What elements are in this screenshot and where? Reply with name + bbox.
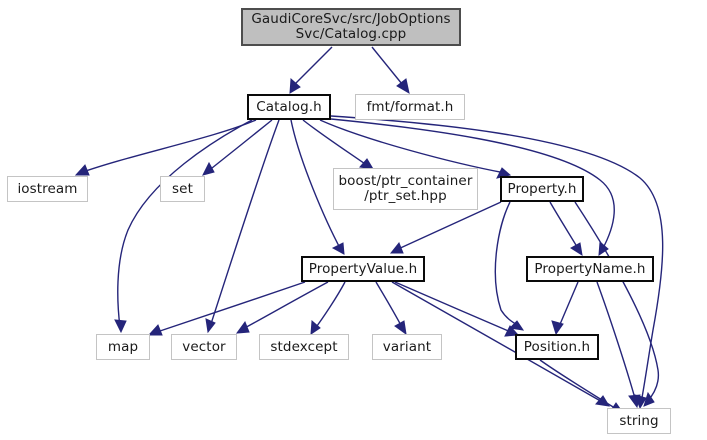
arrowhead-map-from-catalog <box>114 319 127 334</box>
edge-catalog-h-to-set <box>206 119 273 173</box>
arrowhead-propertyvalue-from-catalog <box>331 242 345 255</box>
node-string[interactable]: string <box>607 408 671 434</box>
node-label: PropertyName.h <box>534 260 646 277</box>
edge-catalog-h-to-vector <box>209 119 280 328</box>
arrowhead-catalog-h <box>289 77 301 94</box>
arrowhead-iostream <box>74 164 90 176</box>
node-property-h[interactable]: Property.h <box>500 176 584 202</box>
edge-property-h-to-propertyname-h <box>549 201 580 251</box>
node-boost-ptr-container-ptr-set-hpp[interactable]: boost/ptr_container /ptr_set.hpp <box>333 168 478 210</box>
edge-group <box>74 46 664 414</box>
edge-root-to-fmt-format-h <box>371 46 403 85</box>
node-iostream[interactable]: iostream <box>7 176 88 202</box>
edge-propertyvalue-h-to-vector <box>240 281 329 331</box>
node-label: boost/ptr_container /ptr_set.hpp <box>338 173 473 204</box>
node-catalog-h[interactable]: Catalog.h <box>247 94 331 120</box>
edge-propertyname-h-to-position-h <box>557 281 579 330</box>
arrowhead-position-from-propertyname <box>551 320 564 336</box>
edge-propertyvalue-h-to-string <box>391 281 605 404</box>
edge-catalog-h-to-boost-ptr-set <box>302 119 369 167</box>
node-root-gaudicoresvc-catalog-cpp[interactable]: GaudiCoreSvc/src/JobOptions Svc/Catalog.… <box>241 8 461 46</box>
edge-property-h-to-propertyvalue-h <box>395 201 502 251</box>
arrowhead-position-from-propertyvalue <box>504 325 520 337</box>
node-position-h[interactable]: Position.h <box>515 334 599 360</box>
arrowhead-string-from-property <box>643 391 655 407</box>
edge-catalog-h-to-map <box>117 119 253 328</box>
arrowhead-set <box>202 161 215 176</box>
edge-catalog-h-to-iostream <box>79 119 257 174</box>
edge-root-to-catalog-h <box>294 46 333 85</box>
node-variant[interactable]: variant <box>372 334 442 360</box>
edge-propertyvalue-h-to-position-h <box>394 281 514 334</box>
node-label: variant <box>382 338 432 355</box>
edge-catalog-h-to-propertyvalue-h <box>290 119 342 251</box>
edge-property-h-to-string <box>574 201 660 403</box>
arrowhead-fmt-format-h <box>396 78 410 95</box>
node-label: Position.h <box>523 338 591 355</box>
edge-position-h-to-string <box>539 359 619 411</box>
edge-propertyvalue-h-to-map <box>153 281 306 334</box>
node-label: map <box>107 338 139 355</box>
node-label: fmt/format.h <box>366 98 454 115</box>
arrowhead-position-from-property <box>508 320 525 331</box>
edge-catalog-h-to-string <box>330 115 664 404</box>
node-label: Catalog.h <box>256 98 322 115</box>
arrowhead-propertyname-from-property <box>570 242 583 257</box>
edge-catalog-h-to-propertyname-h <box>330 118 615 251</box>
node-map[interactable]: map <box>96 334 150 360</box>
arrowhead-vector-from-catalog <box>205 318 216 334</box>
node-label: set <box>172 180 193 197</box>
node-label: string <box>619 412 659 429</box>
node-label: vector <box>182 338 226 355</box>
arrowhead-variant <box>394 320 407 336</box>
arrowhead-string-from-propertyname <box>628 394 641 409</box>
edge-property-h-to-position-h <box>494 201 520 327</box>
edge-propertyvalue-h-to-variant <box>375 281 404 330</box>
node-vector[interactable]: vector <box>171 334 237 360</box>
node-propertyname-h[interactable]: PropertyName.h <box>526 256 654 282</box>
node-stdexcept[interactable]: stdexcept <box>259 334 349 360</box>
node-propertyvalue-h[interactable]: PropertyValue.h <box>301 256 425 282</box>
node-fmt-format-h[interactable]: fmt/format.h <box>355 94 465 120</box>
arrowhead-propertyvalue-from-property <box>389 242 404 254</box>
node-label: Property.h <box>507 180 577 197</box>
edge-propertyname-h-to-string <box>596 281 637 403</box>
arrowhead-map-from-propertyvalue <box>147 324 163 336</box>
edge-propertyvalue-h-to-stdexcept <box>313 281 346 331</box>
arrowhead-vector-from-propertyvalue <box>235 320 250 334</box>
node-label: iostream <box>17 180 78 197</box>
arrowhead-stdexcept <box>310 319 321 335</box>
node-label: PropertyValue.h <box>308 260 418 277</box>
node-label: GaudiCoreSvc/src/JobOptions Svc/Catalog.… <box>251 11 451 42</box>
node-set[interactable]: set <box>160 176 205 202</box>
node-label: stdexcept <box>270 338 338 355</box>
edge-catalog-h-to-property-h <box>319 119 506 174</box>
